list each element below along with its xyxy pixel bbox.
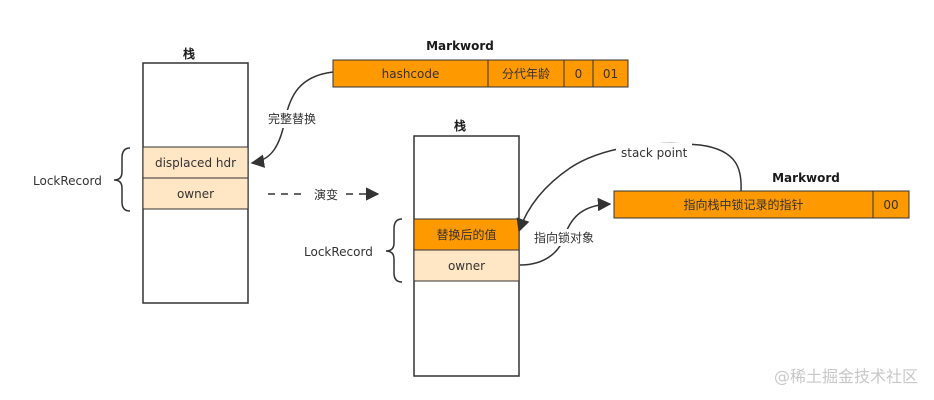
top-markword-bar — [332, 59, 629, 88]
watermark: @稀土掘金技术社区 — [774, 367, 918, 386]
top-markword-title: Markword — [426, 39, 494, 53]
replace-label: 完整替换 — [268, 111, 316, 126]
right-stack-title: 栈 — [454, 118, 466, 133]
left-displaced-hdr-cell — [142, 146, 249, 179]
left-stack: 栈 displaced hdr owner LockRecord — [33, 46, 249, 304]
stack-point-label: stack point — [621, 146, 688, 160]
top-hashcode-label: hashcode — [382, 67, 440, 81]
right-replaced-cell — [413, 218, 520, 251]
left-displaced-hdr-label: displaced hdr — [155, 156, 236, 170]
right-markword-title: Markword — [772, 171, 840, 185]
top-age-label: 分代年龄 — [502, 67, 550, 81]
evolve-label: 演变 — [314, 187, 338, 202]
right-owner-cell — [413, 249, 520, 282]
left-owner-cell — [142, 177, 249, 210]
left-lockrecord-brace — [113, 147, 131, 212]
right-replaced-label: 替换后的值 — [436, 227, 496, 242]
right-lockrecord-brace — [385, 218, 403, 283]
point-to-lock-label: 指向锁对象 — [534, 230, 594, 245]
right-markword: Markword 指向栈中锁记录的指针 00 — [613, 171, 910, 219]
stack-point-label-bg — [616, 143, 692, 161]
right-stack: 栈 替换后的值 owner LockRecord — [304, 118, 520, 377]
right-lock-label: 00 — [883, 198, 898, 212]
replace-label-bg — [262, 110, 322, 128]
top-markword: Markword hashcode 分代年龄 0 01 — [332, 39, 629, 88]
right-lockrecord-label: LockRecord — [304, 245, 373, 259]
left-stack-title: 栈 — [183, 46, 195, 61]
left-owner-label: owner — [177, 187, 214, 201]
point-to-lock-label-bg — [532, 229, 604, 246]
top-bias-label: 0 — [575, 67, 583, 81]
left-lockrecord-label: LockRecord — [33, 174, 102, 188]
top-lock-label: 01 — [603, 67, 618, 81]
right-markword-bar — [613, 190, 910, 219]
evolve-label-bg — [306, 186, 346, 203]
right-owner-label: owner — [448, 259, 485, 273]
right-pointer-label: 指向栈中锁记录的指针 — [683, 197, 803, 212]
